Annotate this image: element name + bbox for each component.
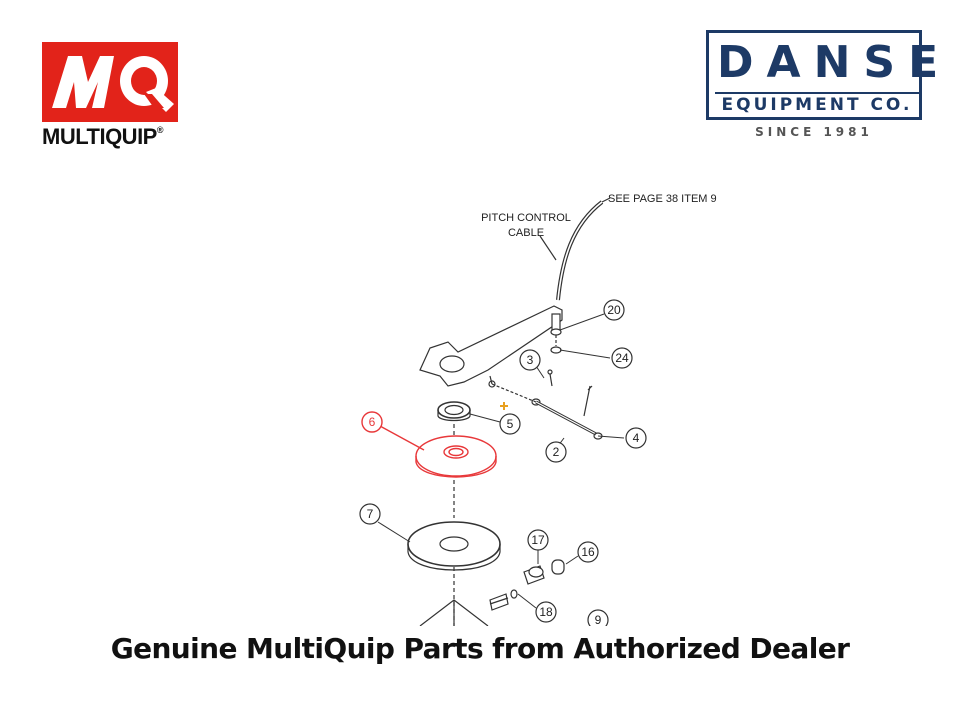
pitch-control-label-line1: PITCH CONTROL [481,212,571,224]
callout-circle-16 [577,541,599,563]
exploded-view-drawing: 6 [359,193,717,626]
callout-5: 5 [507,417,514,431]
callout-7: 7 [367,507,374,521]
pitch-control-label-line2: CABLE [508,227,544,239]
callout-3: 3 [527,353,534,367]
callout-circle-9 [587,609,609,626]
multiquip-logo: MULTIQUIP® [42,42,180,154]
callout-17: 17 [531,533,545,547]
callout-circle-18 [535,601,557,623]
parts-diagram: 6 [340,180,740,626]
control-lever [419,305,563,387]
washer-7 [407,521,501,567]
callout-circle-3 [519,349,541,371]
danse-since: SINCE 1981 [755,125,873,139]
callout-circle-24 [611,347,633,369]
callout-circle-20 [603,299,625,321]
callout-circle-2 [545,441,567,463]
caption-text: Genuine MultiQuip Parts from Authorized … [110,632,850,665]
mq-mark-icon [42,42,178,122]
callout-6: 6 [369,415,376,429]
callout-circle-4 [625,427,647,449]
callout-18: 18 [539,605,553,619]
position-marker-icon [500,402,508,410]
registered-mark: ® [156,125,164,135]
callout-circle-17 [527,529,549,551]
callout-9: 9 [595,613,602,626]
callout-circle-7 [359,503,381,525]
callout-16: 16 [581,545,595,559]
danse-equipment-logo: DANSE EQUIPMENT CO. SINCE 1981 [706,30,952,142]
callout-2: 2 [553,445,560,459]
see-page-label: SEE PAGE 38 ITEM 9 [608,193,717,205]
callout-circle-5 [499,413,521,435]
callout-24: 24 [615,351,629,365]
callout-4: 4 [633,431,640,445]
multiquip-wordmark: MULTIQUIP® [42,124,164,149]
danse-divider [715,92,919,94]
danse-logo-box: DANSE EQUIPMENT CO. [706,30,952,120]
callout-20: 20 [607,303,621,317]
highlighted-part-6 [361,411,497,478]
danse-name: DANSE [717,37,952,88]
danse-subtitle: EQUIPMENT CO. [721,95,913,115]
